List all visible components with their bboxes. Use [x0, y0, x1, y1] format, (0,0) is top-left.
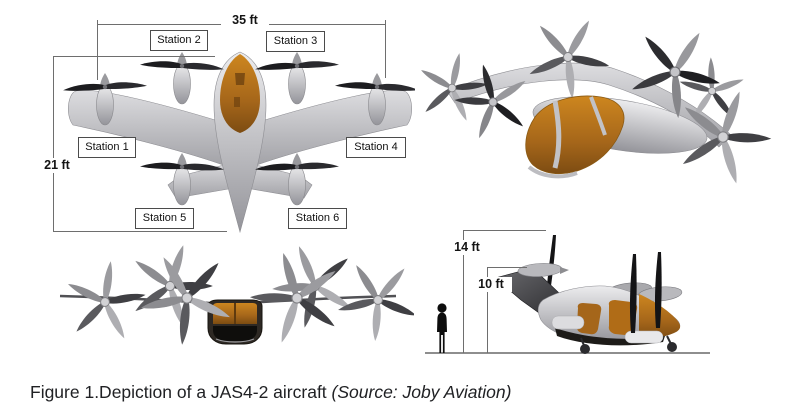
- overall-height-dimension-tick: [463, 230, 546, 231]
- side-view-rendering: [425, 235, 710, 354]
- station-4-label: Station 4: [346, 137, 406, 158]
- top-view-rendering: [62, 51, 415, 234]
- length-dimension-line: [53, 56, 54, 231]
- length-dimension-label: 21 ft: [37, 158, 77, 173]
- width-dimension-tick-right: [385, 20, 386, 78]
- landing-gear: [580, 335, 677, 354]
- station-2-label: Station 2: [150, 30, 208, 51]
- overall-height-dimension-line: [463, 230, 464, 353]
- front-view-rendering: [59, 232, 414, 360]
- figure-caption: Figure 1.Depiction of a JAS4-2 aircraft …: [30, 381, 511, 403]
- sponson: [624, 330, 664, 344]
- propeller: [410, 45, 495, 126]
- front-propeller-blades: [629, 252, 662, 333]
- length-dimension-tick-top: [53, 56, 215, 57]
- hub-height-dimension-tick: [487, 267, 527, 268]
- station-3-label: Station 3: [266, 31, 325, 52]
- hub-height-dimension-line: [487, 267, 488, 353]
- cabin: [207, 299, 263, 345]
- propeller: [139, 51, 225, 105]
- hub-height-dimension-label: 10 ft: [470, 277, 512, 292]
- propeller: [513, 5, 626, 110]
- station-5-label: Station 5: [135, 208, 194, 229]
- cockpit-canopy: [220, 54, 260, 133]
- figure-caption-source: (Source: Joby Aviation): [331, 382, 512, 402]
- station-6-label: Station 6: [288, 208, 347, 229]
- sponson: [551, 315, 585, 330]
- width-dimension-tick-left: [97, 20, 98, 80]
- perspective-view-rendering: [410, 5, 785, 193]
- propeller: [254, 51, 340, 105]
- figure-caption-text: Figure 1.Depiction of a JAS4-2 aircraft: [30, 382, 332, 402]
- station-1-label: Station 1: [78, 137, 136, 158]
- human-scale-figure: [437, 303, 447, 353]
- overall-height-dimension-label: 14 ft: [446, 240, 488, 255]
- length-dimension-tick-bottom: [53, 231, 227, 232]
- propeller: [118, 232, 224, 335]
- cockpit-canopy: [525, 95, 625, 179]
- width-dimension-label: 35 ft: [221, 13, 269, 28]
